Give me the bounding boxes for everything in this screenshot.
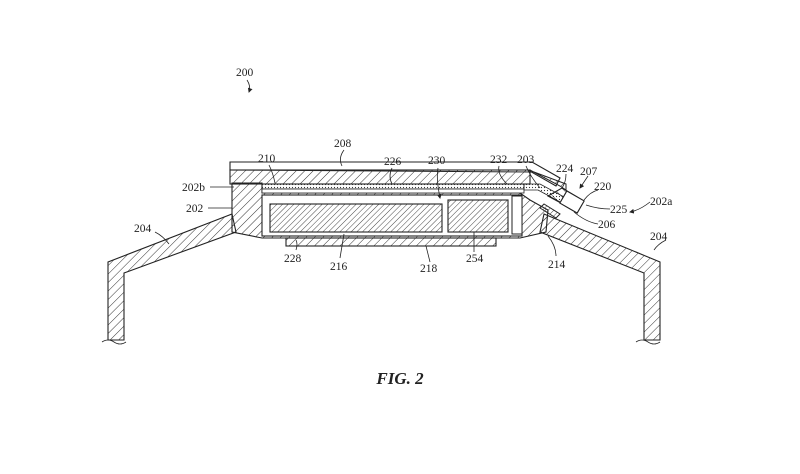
label-207: 207 <box>580 166 598 178</box>
label-202a: 202a <box>650 196 672 208</box>
component-block <box>447 199 509 233</box>
label-226: 226 <box>384 156 402 168</box>
label-204-right: 204 <box>650 231 668 243</box>
leader-lines <box>154 79 667 263</box>
support-post <box>511 195 523 235</box>
label-203: 203 <box>517 154 535 166</box>
label-210: 210 <box>258 153 276 165</box>
label-202: 202 <box>186 203 204 215</box>
display-layer <box>261 183 525 190</box>
crown-cap <box>559 190 585 214</box>
label-254: 254 <box>466 253 484 265</box>
left-band-break-line <box>101 339 127 345</box>
right-band-break-line <box>635 339 661 345</box>
label-218: 218 <box>420 263 438 275</box>
figure-caption: FIG. 2 <box>375 369 424 388</box>
left-band-strap <box>107 213 237 341</box>
label-225: 225 <box>610 204 628 216</box>
label-220: 220 <box>594 181 612 193</box>
display-sublayer <box>261 188 525 194</box>
label-208: 208 <box>334 138 352 150</box>
label-206: 206 <box>598 219 616 231</box>
battery <box>269 203 443 233</box>
label-216: 216 <box>330 261 348 273</box>
label-214: 214 <box>548 259 566 271</box>
right-band-strap <box>539 213 661 341</box>
label-202b: 202b <box>182 182 205 194</box>
label-232: 232 <box>490 154 508 166</box>
label-230: 230 <box>428 155 446 167</box>
label-224: 224 <box>556 163 574 175</box>
label-204-left: 204 <box>134 223 152 235</box>
label-228: 228 <box>284 253 302 265</box>
label-200: 200 <box>236 67 254 79</box>
rear-sensor-plate <box>285 237 497 247</box>
crown-seal <box>539 203 561 219</box>
